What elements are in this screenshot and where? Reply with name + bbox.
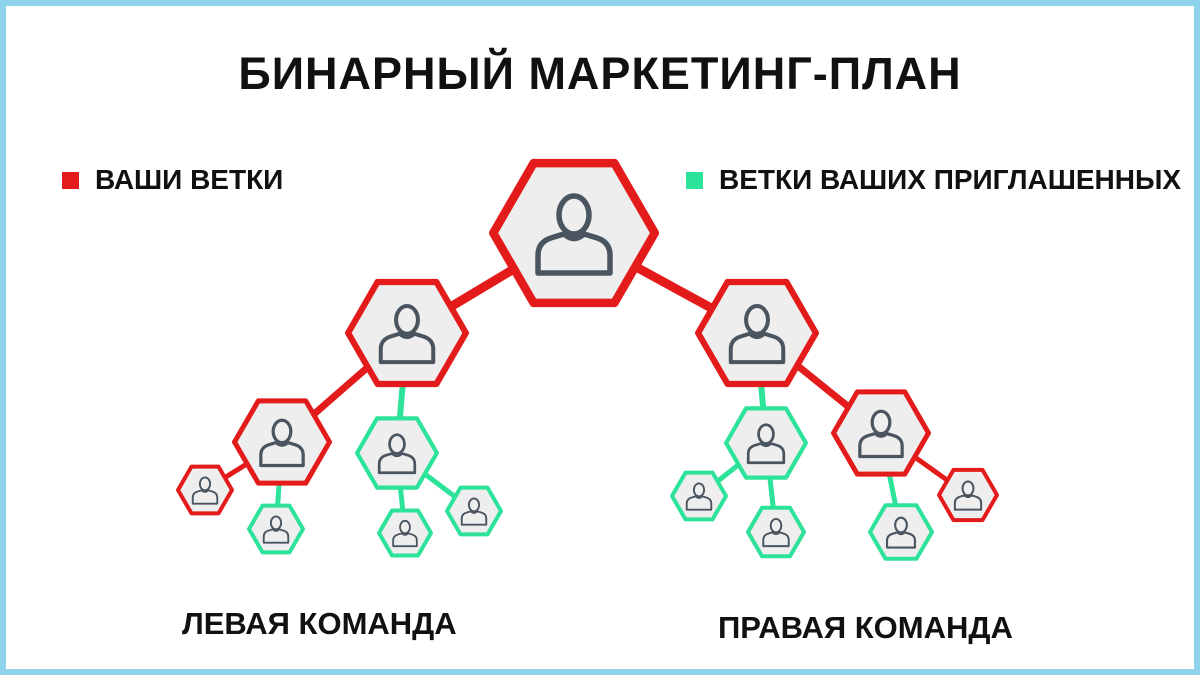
node-you xyxy=(489,158,660,308)
legend-own-branches: ВАШИ ВЕТКИ xyxy=(62,164,283,196)
person-icon xyxy=(262,515,290,544)
legend-green-swatch xyxy=(686,171,703,189)
node-l3 xyxy=(176,464,234,516)
node-r2 xyxy=(831,389,931,477)
person-icon xyxy=(858,409,904,459)
person-icon xyxy=(728,304,786,365)
node-r3c xyxy=(868,503,934,561)
person-icon xyxy=(762,517,790,548)
node-l3c xyxy=(377,508,433,558)
person-icon xyxy=(885,516,917,549)
node-r3b xyxy=(746,505,806,559)
person-icon xyxy=(746,423,786,465)
node-l1 xyxy=(345,278,469,388)
person-icon xyxy=(377,433,417,475)
node-r3 xyxy=(937,467,999,523)
person-icon xyxy=(392,519,418,548)
node-l3b xyxy=(247,503,305,555)
legend-invited-label: ВЕТКИ ВАШИХ ПРИГЛАШЕННЫХ xyxy=(719,164,1182,195)
node-r3a xyxy=(670,470,728,522)
node-l2b xyxy=(355,416,439,490)
person-icon xyxy=(460,497,488,526)
person-icon xyxy=(685,482,713,511)
person-icon xyxy=(953,480,983,511)
person-icon xyxy=(535,193,613,276)
diagram-title: БИНАРНЫЙ МАРКЕТИНГ-ПЛАН xyxy=(238,48,962,99)
person-icon xyxy=(378,304,436,365)
node-l2 xyxy=(232,398,332,486)
node-l3d xyxy=(445,485,503,537)
left-team-label: ЛЕВАЯ КОМАНДА xyxy=(182,606,457,641)
person-icon xyxy=(259,418,305,468)
person-icon xyxy=(191,476,219,505)
legend-invited-branches: ВЕТКИ ВАШИХ ПРИГЛАШЕННЫХ xyxy=(686,164,1181,196)
tree-nodes xyxy=(176,158,999,561)
right-team-label: ПРАВАЯ КОМАНДА xyxy=(718,610,1013,645)
node-r1 xyxy=(694,278,820,388)
node-r2a xyxy=(723,406,809,480)
legend-red-swatch xyxy=(62,171,79,189)
legend-own-label: ВАШИ ВЕТКИ xyxy=(95,164,284,195)
